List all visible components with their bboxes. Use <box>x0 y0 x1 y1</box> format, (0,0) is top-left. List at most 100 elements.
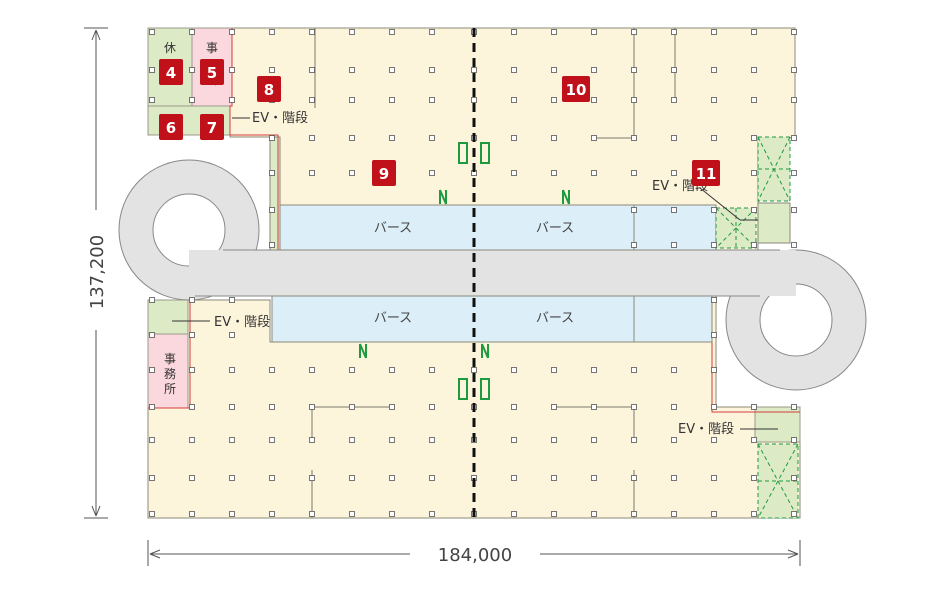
ev-stairs-label-top-left: EV・階段 <box>252 111 308 126</box>
unit-marker-label: 11 <box>696 165 717 183</box>
fire-partition-top <box>229 28 279 250</box>
column-marker <box>631 97 637 103</box>
column-marker <box>511 97 517 103</box>
column-marker <box>711 367 717 373</box>
column-marker <box>389 367 395 373</box>
column-marker <box>389 135 395 141</box>
column-marker <box>149 475 155 481</box>
column-marker <box>591 97 597 103</box>
column-marker <box>309 135 315 141</box>
column-marker <box>229 67 235 73</box>
column-marker <box>591 475 597 481</box>
unit-marker-8: 8 <box>257 76 281 102</box>
column-marker <box>189 297 195 303</box>
berth-label-1: バース <box>374 221 412 236</box>
column-marker <box>149 511 155 517</box>
door-symbols <box>359 142 570 400</box>
column-marker <box>389 97 395 103</box>
column-marker <box>429 135 435 141</box>
column-marker <box>189 404 195 410</box>
column-marker <box>309 97 315 103</box>
column-marker <box>591 404 597 410</box>
column-marker <box>389 475 395 481</box>
column-marker <box>591 67 597 73</box>
column-marker <box>189 29 195 35</box>
column-marker <box>751 67 757 73</box>
column-marker <box>551 404 557 410</box>
ramps <box>118 159 867 391</box>
column-marker <box>791 242 797 248</box>
column-marker <box>229 475 235 481</box>
unit-marker-10: 10 <box>562 76 590 102</box>
column-marker <box>149 437 155 443</box>
column-marker <box>511 511 517 517</box>
unit-marker-4: 4 <box>159 59 183 85</box>
column-marker <box>511 404 517 410</box>
column-marker <box>671 170 677 176</box>
column-marker <box>349 67 355 73</box>
column-marker <box>389 404 395 410</box>
unit-marker-5: 5 <box>200 59 224 85</box>
column-marker <box>389 29 395 35</box>
column-marker <box>631 242 637 248</box>
column-marker <box>711 135 717 141</box>
column-marker <box>671 135 677 141</box>
column-marker <box>149 29 155 35</box>
column-marker <box>429 511 435 517</box>
column-marker <box>349 437 355 443</box>
column-marker <box>711 332 717 338</box>
column-marker <box>751 135 757 141</box>
column-marker <box>551 511 557 517</box>
column-marker <box>229 29 235 35</box>
column-marker <box>189 511 195 517</box>
column-marker <box>269 29 275 35</box>
unit-marker-9: 9 <box>372 160 396 186</box>
column-marker <box>511 367 517 373</box>
column-marker <box>671 475 677 481</box>
column-marker <box>269 475 275 481</box>
column-marker <box>751 242 757 248</box>
unit-marker-6: 6 <box>159 114 183 140</box>
dimension-height: 137,200 <box>84 27 108 519</box>
column-marker <box>591 135 597 141</box>
column-marker <box>149 97 155 103</box>
column-marker <box>551 97 557 103</box>
unit-marker-label: 4 <box>166 64 176 82</box>
column-marker <box>751 97 757 103</box>
column-marker <box>429 170 435 176</box>
column-marker <box>671 437 677 443</box>
column-marker <box>751 475 757 481</box>
column-marker <box>229 511 235 517</box>
berth-lower <box>271 295 713 343</box>
unit-marker-label: 7 <box>207 119 217 137</box>
column-marker <box>511 29 517 35</box>
column-marker <box>591 437 597 443</box>
column-grid <box>149 29 797 517</box>
column-marker <box>309 367 315 373</box>
column-marker <box>671 511 677 517</box>
shaft-upper-small <box>715 207 757 249</box>
dock-leveler-icon <box>481 343 489 359</box>
office-bottom-label: 事務所 <box>164 352 176 396</box>
column-marker <box>309 29 315 35</box>
ev-stairs-callouts: EV・階段 EV・階段 EV・階段 EV・階段 <box>172 111 778 437</box>
column-marker <box>711 207 717 213</box>
column-marker <box>349 135 355 141</box>
column-marker <box>389 437 395 443</box>
column-marker <box>349 367 355 373</box>
door-icon <box>458 142 468 164</box>
column-marker <box>309 404 315 410</box>
column-marker <box>229 367 235 373</box>
dock-leveler-icon <box>562 189 570 205</box>
column-marker <box>551 29 557 35</box>
unit-marker-label: 9 <box>379 165 389 183</box>
column-marker <box>429 367 435 373</box>
column-marker <box>791 207 797 213</box>
column-marker <box>429 475 435 481</box>
column-marker <box>511 170 517 176</box>
column-marker <box>511 437 517 443</box>
column-marker <box>751 170 757 176</box>
column-marker <box>791 437 797 443</box>
